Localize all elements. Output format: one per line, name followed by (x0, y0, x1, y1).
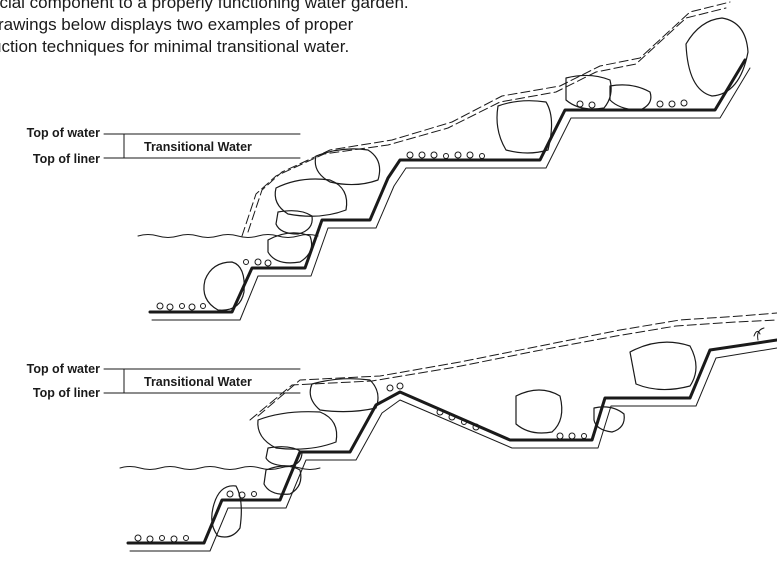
gravel (156, 99, 688, 311)
level-bracket (103, 368, 301, 394)
rock-group (211, 341, 697, 538)
ground-dashed-line (241, 7, 727, 237)
rock-group (203, 17, 749, 311)
intro-line-2: rawings below displays two examples of p… (0, 15, 354, 34)
water-surface (119, 466, 321, 470)
intro-line-1: ucial component to a properly functionin… (0, 0, 409, 12)
intro-line-3: uction techniques for minimal transition… (0, 37, 350, 56)
top-of-water-label: Top of water (26, 362, 100, 376)
plant-sketch (753, 327, 765, 341)
diagram-bottom (103, 312, 777, 552)
water-surface (137, 234, 319, 238)
transitional-water-label: Transitional Water (144, 375, 252, 389)
level-bracket (103, 133, 301, 159)
intro-text: ucial component to a properly functionin… (0, 0, 560, 58)
gravel (134, 382, 587, 543)
top-of-water-label: Top of water (26, 126, 100, 140)
pond-liner (148, 58, 747, 314)
soil-line (151, 67, 751, 321)
pond-liner (126, 338, 777, 545)
diagram-top (103, 1, 751, 321)
top-of-liner-label: Top of liner (32, 386, 100, 400)
transitional-water-label: Transitional Water (144, 140, 252, 154)
top-of-liner-label: Top of liner (32, 152, 100, 166)
soil-line (129, 347, 777, 552)
ground-dashed-line (247, 1, 731, 233)
ground-dashed-line (257, 312, 777, 417)
ground-dashed-line (249, 319, 777, 421)
